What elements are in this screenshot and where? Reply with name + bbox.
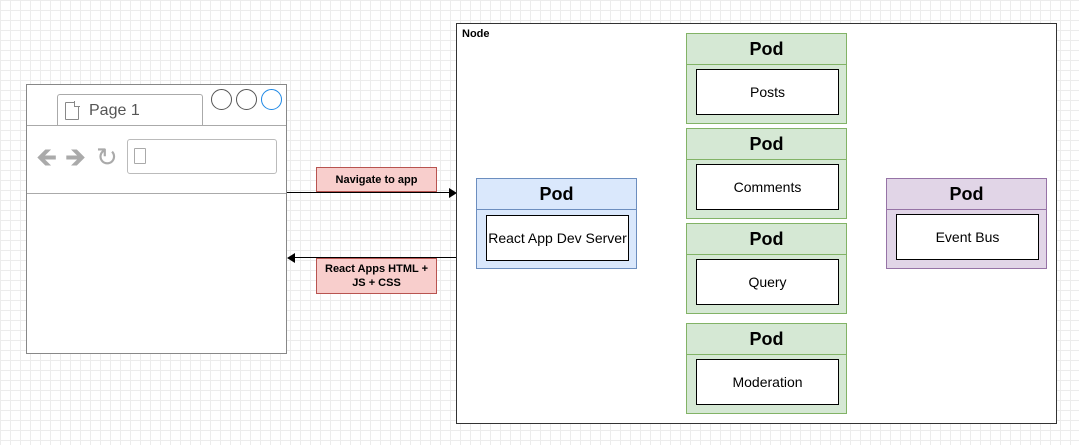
window-button-icon[interactable] xyxy=(211,89,232,110)
pod-title: Pod xyxy=(687,324,846,355)
arrow-to-browser xyxy=(294,257,456,258)
pod-title: Pod xyxy=(887,179,1046,210)
pod-moderation[interactable]: Pod Moderation xyxy=(686,323,847,414)
pod-service: React App Dev Server xyxy=(486,215,629,261)
tab-label: Page 1 xyxy=(89,102,140,119)
pod-service: Query xyxy=(696,259,839,305)
address-bar[interactable] xyxy=(127,139,277,174)
pod-title: Pod xyxy=(477,179,636,210)
refresh-icon[interactable]: ↻ xyxy=(96,142,118,172)
node-label: Node xyxy=(462,28,490,40)
toolbar-divider xyxy=(27,193,286,194)
pod-service: Moderation xyxy=(696,359,839,405)
pod-service: Event Bus xyxy=(896,214,1039,260)
pod-event-bus[interactable]: Pod Event Bus xyxy=(886,178,1047,269)
pod-title: Pod xyxy=(687,224,846,255)
window-button-icon[interactable] xyxy=(236,89,257,110)
pod-react-app[interactable]: Pod React App Dev Server xyxy=(476,178,637,269)
pod-service: Posts xyxy=(696,69,839,115)
edge-label-response: React Apps HTML + JS + CSS xyxy=(316,258,437,294)
browser-tab[interactable]: Page 1 xyxy=(57,94,203,126)
pod-comments[interactable]: Pod Comments xyxy=(686,128,847,219)
pod-title: Pod xyxy=(687,34,846,65)
document-icon xyxy=(65,101,80,120)
arrowhead-icon xyxy=(287,253,295,263)
pod-service: Comments xyxy=(696,164,839,210)
window-button-icon[interactable] xyxy=(261,89,282,110)
pod-title: Pod xyxy=(687,129,846,160)
tabstrip-divider xyxy=(27,125,286,126)
edge-label-navigate: Navigate to app xyxy=(316,167,437,192)
browser-window: Page 1 🡸 🡺 ↻ xyxy=(26,84,287,354)
document-icon xyxy=(134,148,146,164)
arrowhead-icon xyxy=(449,188,457,198)
arrow-to-app xyxy=(287,192,451,193)
forward-arrow-icon[interactable]: 🡺 xyxy=(65,142,87,172)
pod-query[interactable]: Pod Query xyxy=(686,223,847,314)
pod-posts[interactable]: Pod Posts xyxy=(686,33,847,124)
back-arrow-icon[interactable]: 🡸 xyxy=(36,142,58,172)
